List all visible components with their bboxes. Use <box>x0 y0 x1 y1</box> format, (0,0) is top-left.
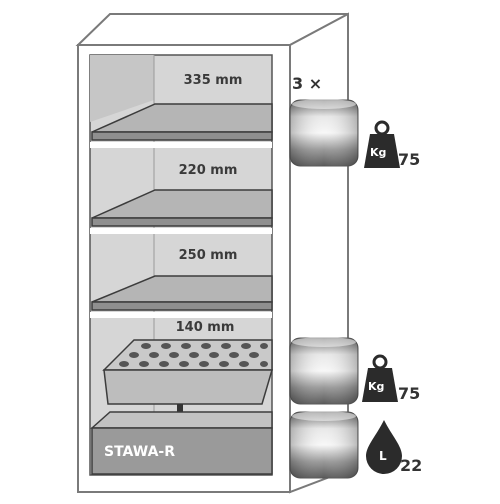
shelf-multiplier: 3 × <box>292 74 323 93</box>
shelf-2 <box>91 189 273 227</box>
weight-glyph: Kg <box>368 380 385 393</box>
shelf-height-label: 140 mm <box>175 320 235 335</box>
weight-icon <box>362 354 398 402</box>
shelf-load-label: 75 <box>398 150 421 169</box>
shelf-3 <box>91 275 273 311</box>
perforated-insert <box>102 339 274 405</box>
shelf-1 <box>91 103 273 141</box>
volume-glyph: L <box>379 449 387 463</box>
shelf-pictogram <box>289 411 359 479</box>
shelf-height-label: 335 mm <box>183 73 243 88</box>
shelf-pictogram <box>289 337 359 405</box>
weight-glyph: Kg <box>370 146 387 159</box>
shelf-pictogram <box>289 99 359 167</box>
drop-volume-icon <box>366 420 402 474</box>
shelf-height-label: 250 mm <box>178 248 238 263</box>
volume-label: 22 <box>400 456 423 475</box>
bottom-load-label: 75 <box>398 384 421 403</box>
sump-label: STAWA-R <box>104 444 175 460</box>
bottom-sump <box>90 411 273 475</box>
shelf-height-label: 220 mm <box>178 163 238 178</box>
weight-icon <box>364 120 400 168</box>
